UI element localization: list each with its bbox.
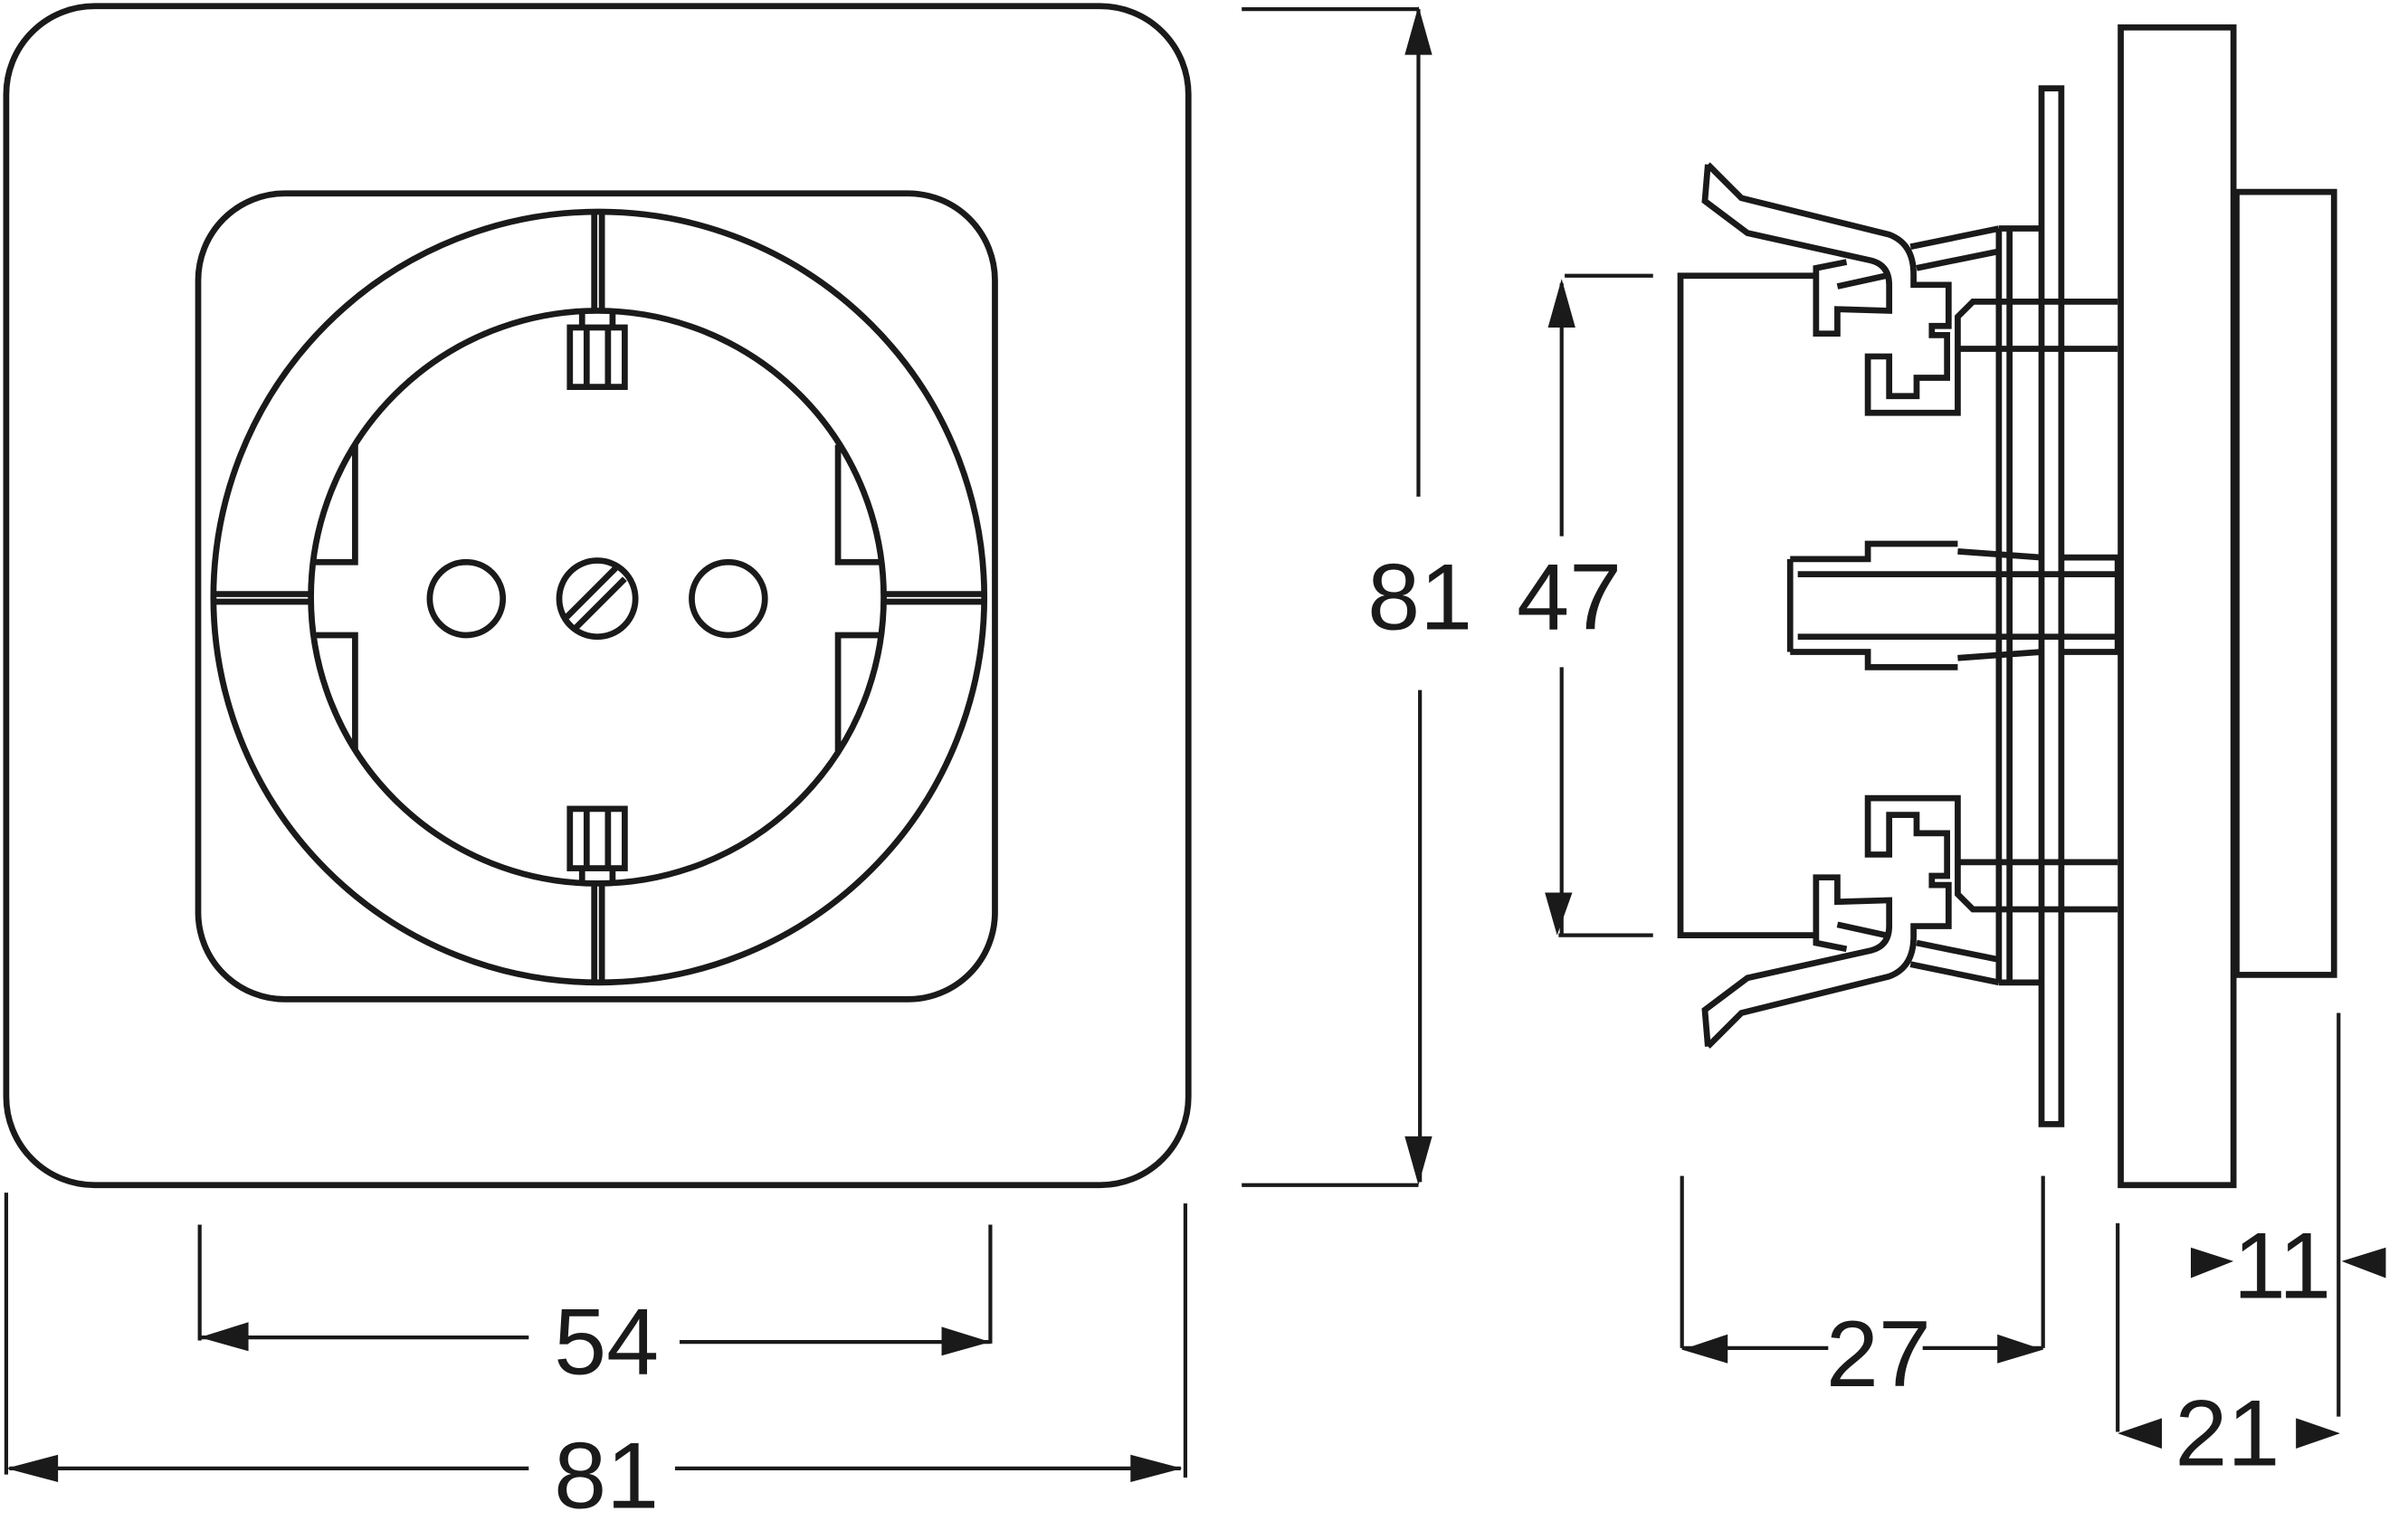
dim-front-width-outer: 81 [4,1193,1188,1529]
cover-side [2233,188,2337,978]
dim-mounting-depth: 27 [1680,1175,2045,1407]
pin-hole-right [689,558,768,639]
outer-frame [3,3,1192,1189]
side-notches [312,444,881,751]
dim-total-projection: 21 [2116,1222,2340,1487]
mounting-plate [2038,85,2065,1127]
dim-insert-height: 47 [1517,273,1653,937]
dim-label-47: 47 [1517,545,1622,650]
dim-label-21: 21 [2175,1382,2280,1487]
dim-cover-depth: 11 [2190,1012,2386,1417]
front-view [3,3,1192,1189]
center-screw [556,557,639,641]
dim-label-81-width: 81 [554,1424,659,1529]
frame-side [2118,24,2237,1189]
dim-front-height: 81 [1242,5,1472,1187]
center-contact [1786,540,2121,670]
insert-body [1677,272,1813,939]
socket-cavity [308,308,887,887]
inner-frame [195,190,998,1003]
dim-label-11: 11 [2233,1213,2331,1318]
dim-front-width-inner: 54 [197,1224,993,1395]
dim-label-54: 54 [554,1290,659,1395]
earth-clip-top [566,312,628,390]
earth-clip-bottom [566,805,628,884]
dim-label-27: 27 [1826,1302,1931,1407]
side-view [1677,24,2337,1189]
clamp-top [1701,162,2118,416]
clamp-bottom [1701,794,2118,1049]
ring-dividers [214,213,983,983]
dim-label-81-height: 81 [1367,545,1472,650]
pin-hole-left [426,558,507,639]
support-rails [1995,225,2042,986]
